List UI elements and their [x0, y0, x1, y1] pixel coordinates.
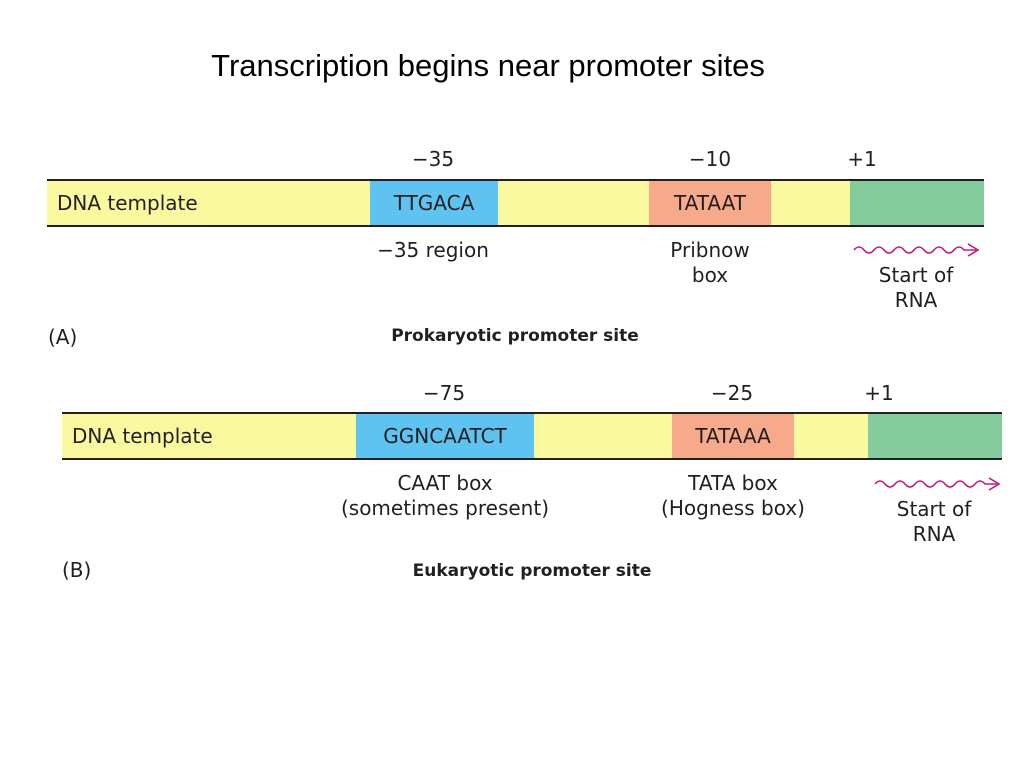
region-label-caat-line1: CAAT box: [397, 471, 493, 495]
spacer-segment: [534, 414, 672, 458]
spacer-segment: [771, 181, 850, 225]
position-plus-1: +1: [864, 381, 894, 405]
panel-label-b: (B): [62, 558, 92, 582]
position-minus-75: −75: [422, 381, 466, 405]
dna-template-strip: DNA template TTGACA TATAAT: [47, 179, 984, 227]
pribnow-box: TATAAT: [649, 181, 771, 225]
minus-35-box: TTGACA: [370, 181, 498, 225]
position-minus-10: −10: [688, 147, 732, 171]
tata-box: TATAAA: [672, 414, 794, 458]
start-of-rna-line1: Start of: [896, 497, 972, 521]
panel-label-a: (A): [48, 325, 78, 349]
start-of-rna-line1: Start of: [878, 263, 954, 287]
region-label-tata-line1: TATA box: [688, 471, 778, 495]
start-of-rna-line2: RNA: [894, 288, 938, 312]
rna-start-segment: [850, 181, 984, 225]
strip-label: DNA template: [62, 414, 356, 458]
region-label-minus-35: −35 region: [377, 238, 489, 262]
region-label-pribnow-line2: box: [691, 263, 729, 287]
spacer-segment: [794, 414, 868, 458]
region-label-caat-line2: (sometimes present): [340, 496, 550, 520]
position-minus-35: −35: [411, 147, 455, 171]
position-minus-25: −25: [710, 381, 754, 405]
spacer-segment: [498, 181, 649, 225]
strip-label: DNA template: [47, 181, 370, 225]
caat-box: GGNCAATCT: [356, 414, 534, 458]
rna-wavy-arrow: [874, 477, 1001, 491]
region-label-pribnow-line1: Pribnow: [670, 238, 750, 262]
slide-title: Transcription begins near promoter sites: [211, 48, 765, 83]
rna-wavy-arrow: [853, 243, 980, 257]
dna-template-strip: DNA template GGNCAATCT TATAAA: [62, 412, 1002, 460]
region-label-tata-line2: (Hogness box): [661, 496, 805, 520]
caption-eukaryotic: Eukaryotic promoter site: [412, 561, 652, 581]
start-of-rna-line2: RNA: [912, 522, 956, 546]
position-plus-1: +1: [847, 147, 877, 171]
rna-start-segment: [868, 414, 1002, 458]
caption-prokaryotic: Prokaryotic promoter site: [391, 326, 639, 346]
